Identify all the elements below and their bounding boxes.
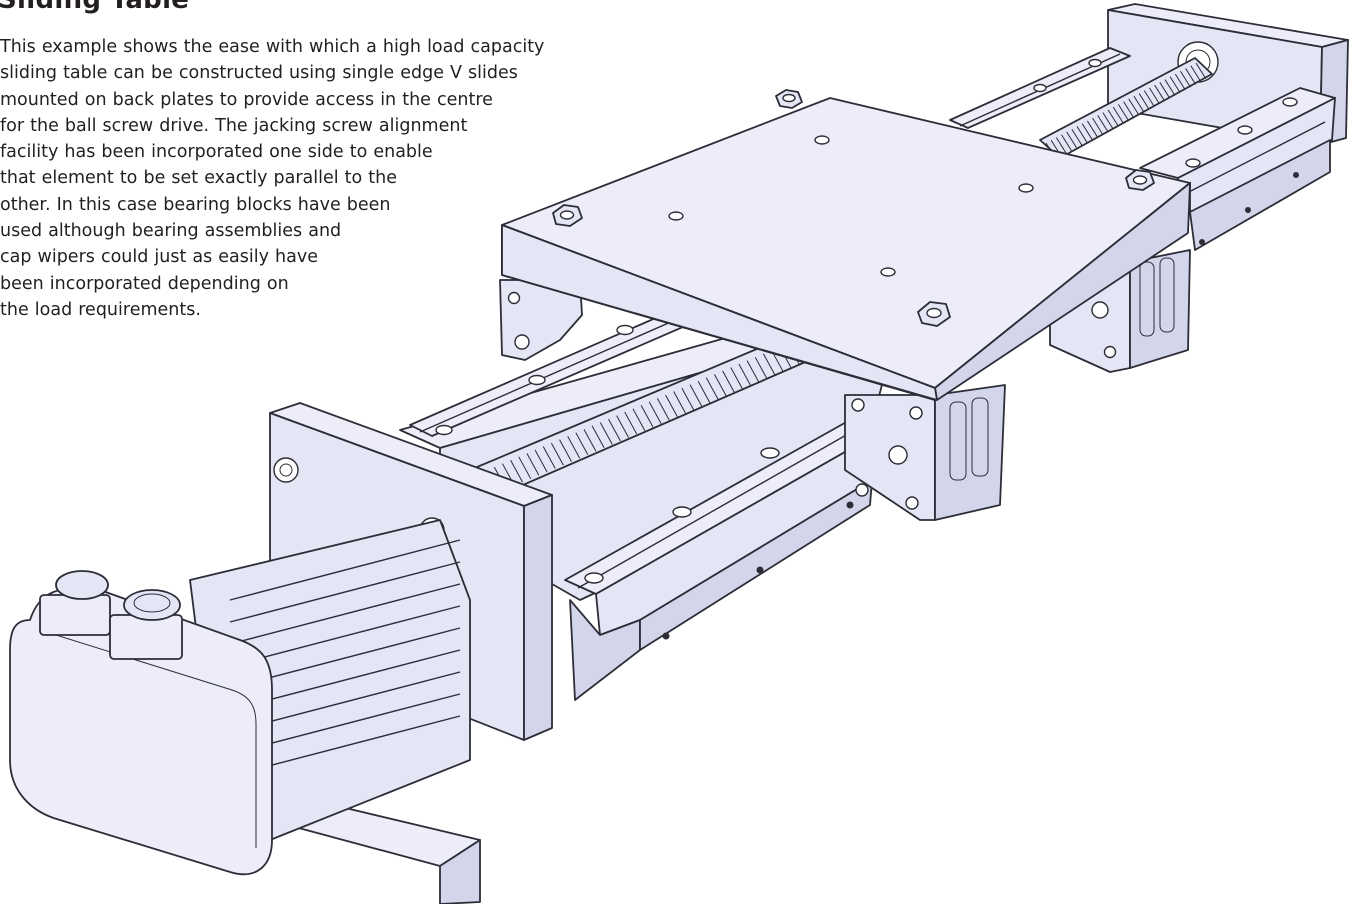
hex-bolt: [1125, 169, 1155, 191]
page-heading: Sliding Table: [0, 0, 190, 15]
description-line: mounted on back plates to provide access…: [0, 89, 493, 110]
hex-bolt: [552, 204, 583, 227]
hex-bolt: [775, 89, 803, 109]
description-line: other. In this case bearing blocks have …: [0, 194, 391, 215]
far-left-rail: [949, 47, 1131, 129]
description-line: cap wipers could just as easily have: [0, 247, 318, 268]
bearing-block-left: [499, 279, 583, 361]
servo-motor: [9, 519, 471, 876]
description-paragraph: This example shows the ease with which a…: [0, 34, 544, 323]
description-line: the load requirements.: [0, 299, 201, 320]
description-line: for the ball screw drive. The jacking sc…: [0, 115, 468, 136]
table-plate: [501, 97, 1191, 401]
description-line: used although bearing assemblies and: [0, 221, 342, 242]
bearing-block-front: [844, 384, 1006, 521]
description-line: facility has been incorporated one side …: [0, 142, 433, 163]
hex-bolt: [917, 301, 951, 327]
description-line: that element to be set exactly parallel …: [0, 168, 398, 189]
description-line: sliding table can be constructed using s…: [0, 63, 518, 84]
description-line: been incorporated depending on: [0, 273, 289, 294]
front-right-rail: [564, 419, 881, 701]
description-line: This example shows the ease with which a…: [0, 37, 545, 57]
